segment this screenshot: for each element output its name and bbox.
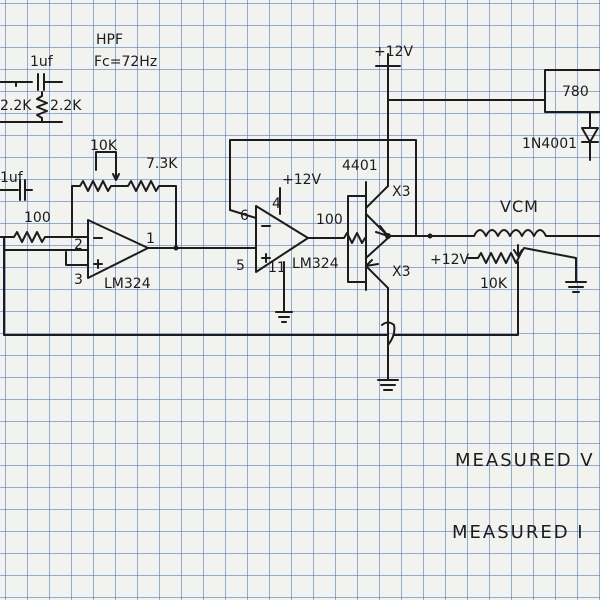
opamp1-pin3-label: 3 (74, 272, 83, 288)
vcm-and-pot (387, 229, 600, 336)
resistor-2k2-a-label: 2.2K (0, 98, 32, 114)
regulator-label: 780 (562, 84, 589, 100)
resistor-100-b-label: 100 (316, 212, 343, 228)
diode-label: 1N4001 (522, 136, 577, 152)
resistor-2k2-b-label: 2.2K (50, 98, 82, 114)
input-resistor-label: 100 (24, 210, 51, 226)
noninv-input-wire (3, 249, 89, 266)
measured-v-label: MEASURED V (455, 450, 595, 471)
opamp1-pin1-label: 1 (146, 231, 155, 247)
feedback-loop-wire (3, 236, 389, 336)
capacitor-1-label: 1uf (30, 54, 54, 70)
pot-supply-label: +12V (430, 252, 470, 268)
opamp1-part-label: LM324 (104, 276, 151, 292)
pot-10k-label: 10K (480, 276, 508, 292)
hpf-label: HPF (96, 32, 123, 48)
top-supply-label: +12V (374, 44, 414, 60)
opamp2-pin6-label: 6 (240, 208, 249, 224)
opamp2-supply-label: +12V (282, 172, 322, 188)
transistor-bottom-count-label: X3 (392, 264, 411, 280)
opamp-1 (71, 151, 179, 279)
input-resistor-100 (0, 231, 89, 243)
opamp2-part-label: LM324 (292, 256, 339, 272)
resistor-7k3-label: 7.3K (146, 156, 178, 172)
transistor-top-count-label: X3 (392, 184, 411, 200)
feedback-pot-10k-label: 10K (90, 138, 118, 154)
output-transistors (347, 53, 546, 391)
regulator (544, 69, 600, 161)
measured-i-label: MEASURED I (452, 522, 585, 543)
opamp2-pin5-label: 5 (236, 258, 245, 274)
cutoff-frequency-label: Fc=72Hz (94, 54, 157, 70)
capacitor-2-label: 1uf (0, 170, 24, 186)
opamp1-pin2-label: 2 (74, 237, 83, 253)
opamp2-pin4-label: 4 (272, 196, 281, 212)
opamp2-pin11-label: 11 (268, 260, 286, 276)
transistor-part-label: 4401 (342, 158, 378, 174)
vcm-label: VCM (500, 197, 539, 216)
input-network (0, 73, 63, 201)
opamp-2 (175, 139, 417, 323)
